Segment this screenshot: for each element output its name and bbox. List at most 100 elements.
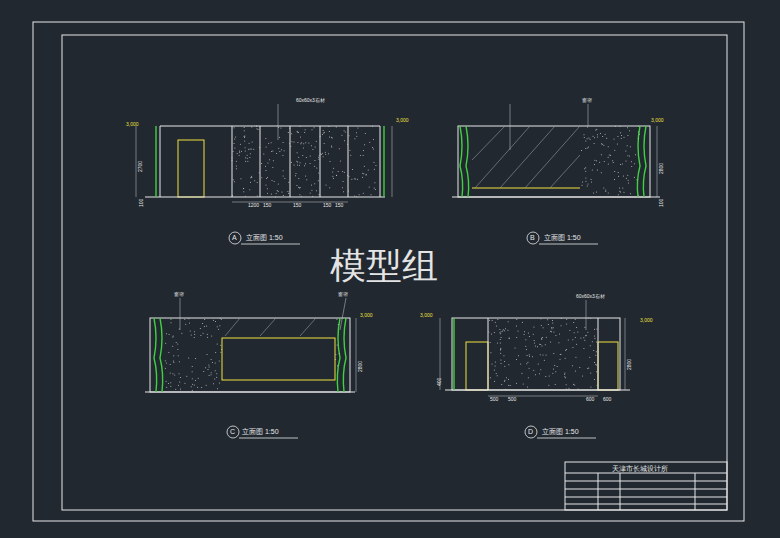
stone-speck — [297, 132, 298, 133]
stone-speck — [601, 172, 602, 173]
stone-speck — [374, 182, 375, 183]
stone-speck — [314, 166, 315, 167]
stone-speck — [364, 166, 365, 167]
stone-speck — [534, 340, 535, 341]
stone-speck — [518, 355, 519, 356]
stone-speck — [497, 342, 498, 343]
stone-speck — [259, 172, 260, 173]
stone-speck — [299, 187, 300, 188]
stone-speck — [374, 169, 375, 170]
stone-speck — [503, 355, 504, 356]
stone-speck — [587, 127, 588, 128]
stone-speck — [337, 345, 338, 346]
annotation: 窗帘 — [582, 98, 592, 103]
stone-speck — [369, 142, 370, 143]
stone-speck — [198, 378, 199, 379]
stone-speck — [617, 144, 618, 145]
stone-speck — [279, 151, 280, 152]
stone-speck — [533, 370, 534, 371]
stone-speck — [587, 148, 588, 149]
stone-speck — [375, 189, 376, 190]
stone-speck — [628, 182, 629, 183]
stone-speck — [329, 161, 330, 162]
stone-speck — [565, 358, 566, 359]
stone-speck — [550, 341, 551, 342]
stone-speck — [275, 196, 276, 197]
stone-speck — [170, 364, 171, 365]
stone-speck — [596, 192, 597, 193]
stone-speck — [194, 384, 195, 385]
stone-speck — [276, 193, 277, 194]
stone-speck — [540, 369, 541, 370]
stone-speck — [583, 348, 584, 349]
stone-speck — [206, 385, 207, 386]
stone-speck — [290, 146, 291, 147]
stone-speck — [620, 164, 621, 165]
stone-speck — [561, 318, 562, 319]
stone-speck — [375, 165, 376, 166]
stone-speck — [299, 194, 300, 195]
stone-speck — [166, 363, 167, 364]
stone-speck — [529, 368, 530, 369]
stone-speck — [195, 380, 196, 381]
stone-speck — [243, 188, 244, 189]
stone-speck — [283, 195, 284, 196]
dimension: 100 — [659, 199, 664, 207]
stone-speck — [186, 376, 187, 377]
stone-speck — [195, 358, 196, 359]
stone-speck — [211, 336, 212, 337]
stone-speck — [168, 383, 169, 384]
stone-speck — [282, 155, 283, 156]
stone-speck — [356, 196, 357, 197]
stone-speck — [311, 190, 312, 191]
stone-speck — [323, 156, 324, 157]
dimension: 500 — [490, 397, 498, 402]
stone-speck — [529, 354, 530, 355]
stone-speck — [574, 332, 575, 333]
stone-speck — [516, 359, 517, 360]
stone-speck — [627, 135, 628, 136]
stone-speck — [592, 170, 593, 171]
stone-speck — [587, 368, 588, 369]
stone-speck — [587, 332, 588, 333]
stone-speck — [546, 355, 547, 356]
stone-speck — [249, 157, 250, 158]
stone-speck — [564, 373, 565, 374]
stone-speck — [276, 153, 277, 154]
elevation-title: 立面图 1:50 — [242, 428, 279, 435]
stone-speck — [500, 349, 501, 350]
stone-speck — [173, 362, 174, 363]
stone-speck — [594, 164, 595, 165]
dimension: 500 — [508, 397, 516, 402]
stone-speck — [585, 181, 586, 182]
stone-speck — [497, 319, 498, 320]
stone-speck — [316, 190, 317, 191]
stone-speck — [585, 335, 586, 336]
stone-speck — [584, 327, 585, 328]
stone-speck — [203, 371, 204, 372]
stone-speck — [588, 183, 589, 184]
stone-speck — [177, 349, 178, 350]
stone-speck — [553, 331, 554, 332]
stone-speck — [241, 151, 242, 152]
stone-speck — [491, 334, 492, 335]
stone-speck — [588, 318, 589, 319]
stone-speck — [332, 176, 333, 177]
stone-speck — [555, 335, 556, 336]
stone-speck — [249, 143, 250, 144]
stone-speck — [365, 133, 366, 134]
stone-speck — [258, 129, 259, 130]
stone-speck — [635, 154, 636, 155]
stone-speck — [575, 319, 576, 320]
stone-speck — [288, 193, 289, 194]
stone-speck — [191, 386, 192, 387]
stone-speck — [594, 338, 595, 339]
stone-speck — [521, 373, 522, 374]
stone-speck — [506, 377, 507, 378]
stone-speck — [508, 385, 509, 386]
stone-speck — [220, 345, 221, 346]
stone-speck — [324, 132, 325, 133]
stone-speck — [204, 319, 205, 320]
stone-speck — [583, 337, 584, 338]
stone-speck — [189, 322, 190, 323]
